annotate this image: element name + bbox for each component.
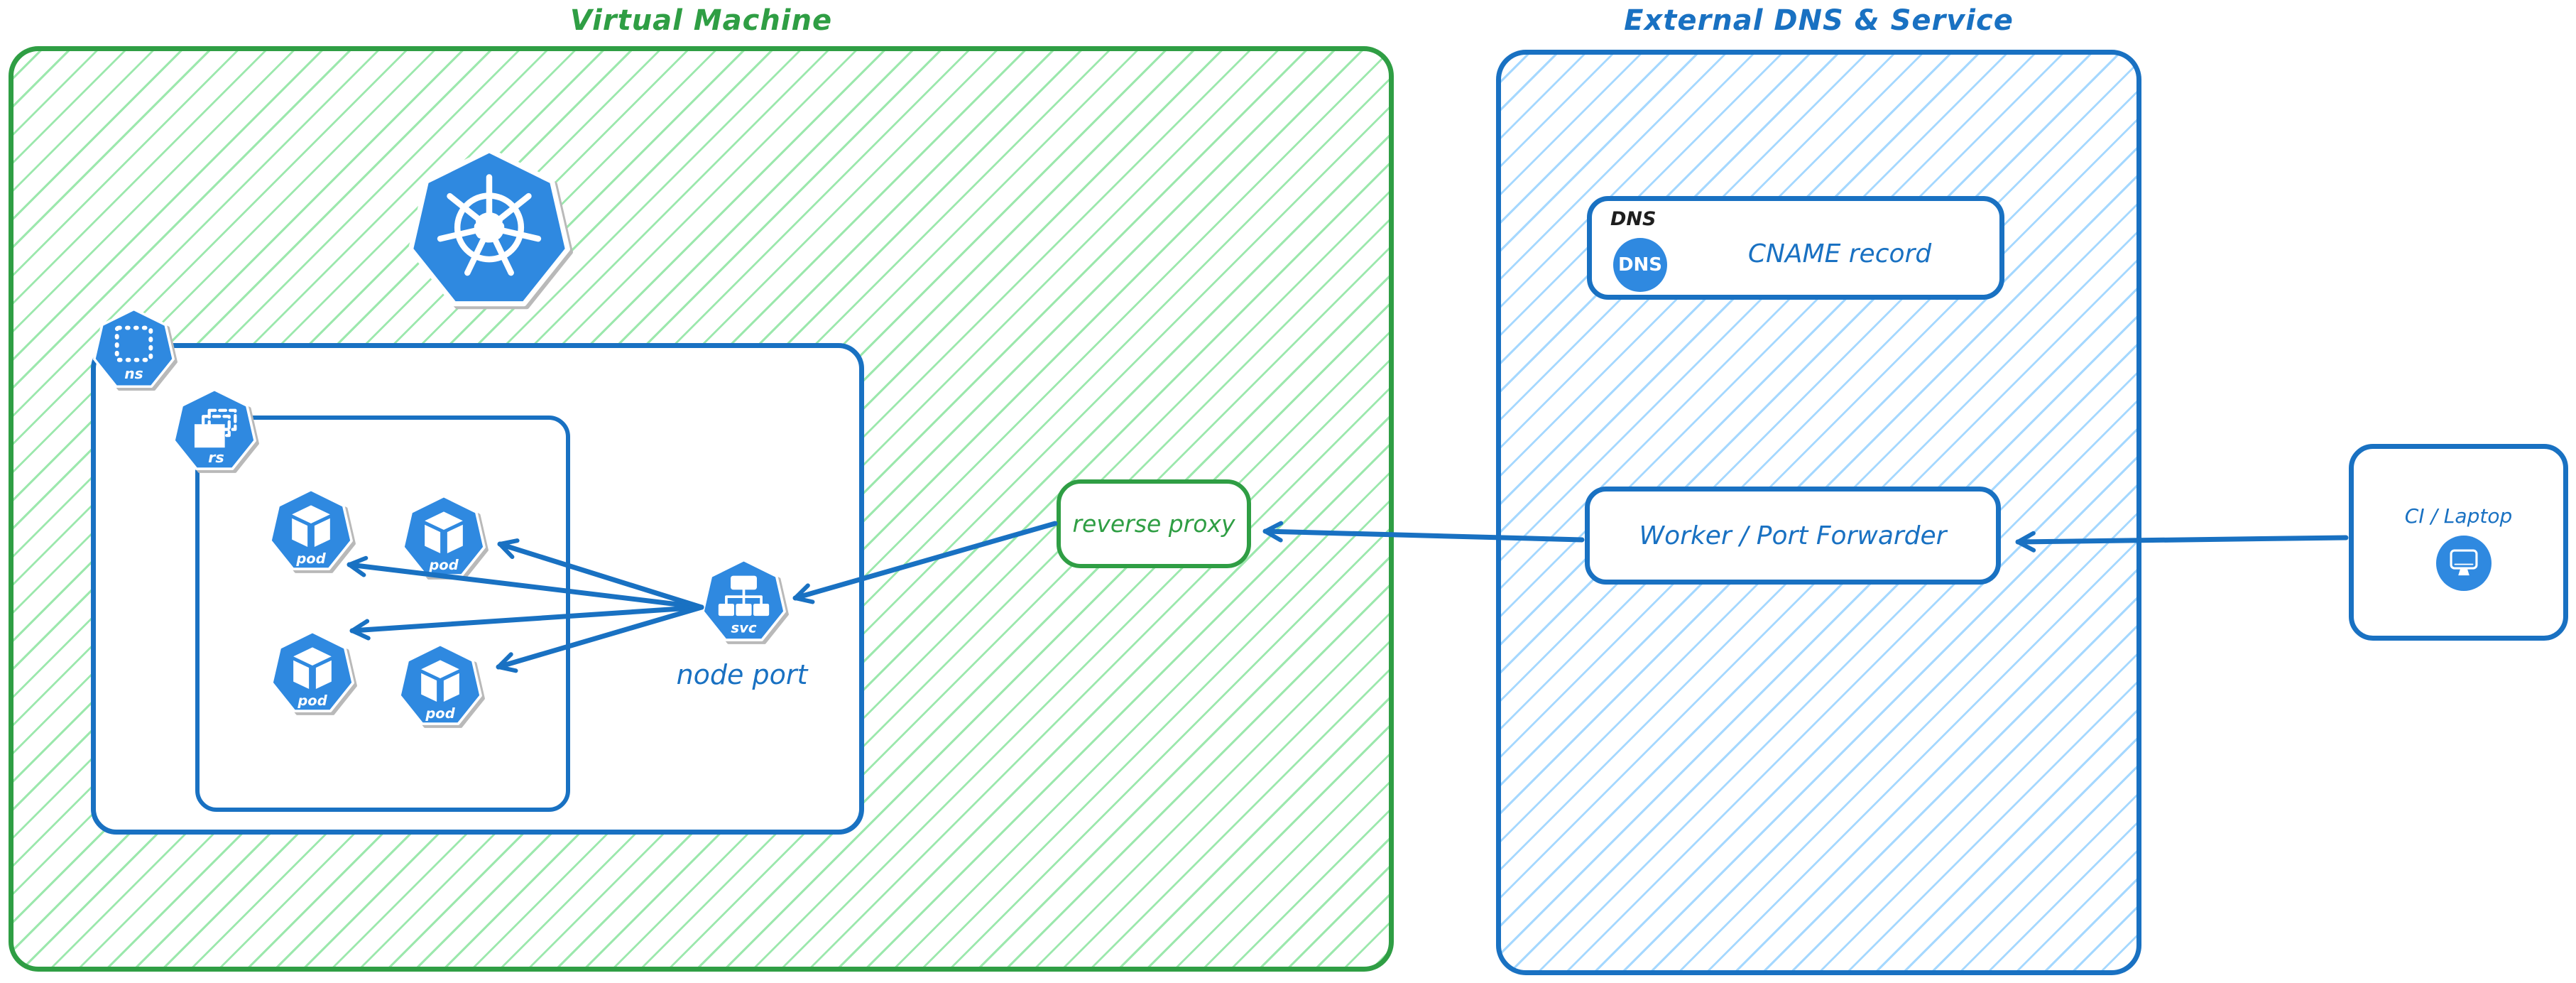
replicaset-box	[195, 416, 570, 812]
replicaset-icon-label: rs	[208, 449, 224, 466]
pod-icon: pod	[271, 630, 354, 712]
pod-icon-label: pod	[295, 550, 326, 567]
service-icon-label: svc	[731, 620, 757, 636]
ci-laptop-label: CI / Laptop	[2404, 504, 2513, 528]
node-port-label: node port	[676, 659, 808, 690]
pod-icon: pod	[269, 488, 353, 570]
dns-group-label: DNS	[1610, 208, 1657, 230]
dns-badge-label: DNS	[1617, 254, 1663, 276]
cname-record-label: CNAME record	[1747, 239, 1932, 268]
dns-badge-icon: DNS	[1613, 238, 1667, 292]
external-zone-title: External DNS & Service	[1624, 4, 2014, 37]
pod-icon-label: pod	[428, 557, 459, 573]
service-icon: svc	[702, 558, 786, 641]
reverse-proxy-box: reverse proxy	[1057, 479, 1251, 568]
worker-port-forwarder-box: Worker / Port Forwarder	[1585, 487, 2001, 585]
pod-icon-label: pod	[297, 693, 327, 709]
pod-icon: pod	[402, 494, 486, 577]
kubernetes-logo-icon	[408, 148, 570, 307]
namespace-icon: ns	[93, 308, 175, 389]
cname-record-box: DNS DNS CNAME record	[1587, 196, 2004, 300]
replicaset-icon: rs	[173, 388, 256, 470]
pod-icon: pod	[398, 643, 482, 725]
worker-port-forwarder-label: Worker / Port Forwarder	[1639, 521, 1947, 550]
pod-icon-label: pod	[425, 705, 455, 722]
monitor-glyph	[2450, 549, 2478, 576]
vm-zone-title: Virtual Machine	[569, 4, 833, 37]
reverse-proxy-label: reverse proxy	[1072, 510, 1235, 538]
namespace-icon-label: ns	[124, 365, 143, 382]
ci-laptop-box: CI / Laptop	[2349, 444, 2568, 641]
computer-monitor-icon	[2436, 536, 2492, 591]
